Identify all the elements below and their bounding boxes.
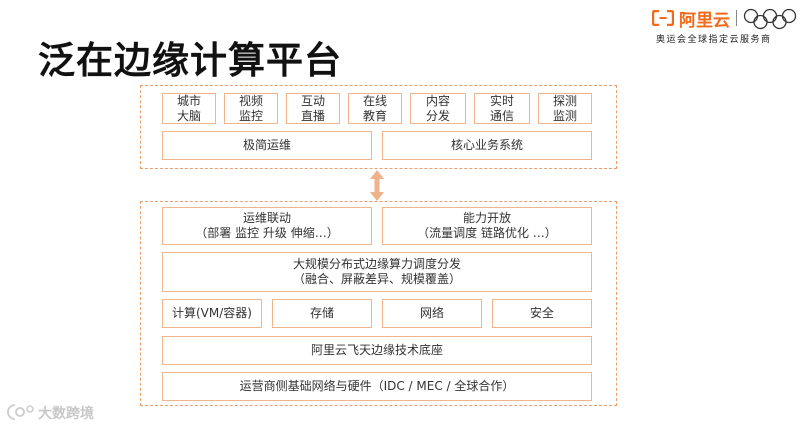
app-label-line1: 探测: [552, 93, 577, 108]
infrastructure-box: 运营商侧基础网络与硬件（IDC / MEC / 全球合作）: [162, 372, 592, 401]
watermark-logo-icon: [7, 404, 34, 420]
ops-linkage-title: 运维联动: [242, 211, 291, 225]
app-label-line2: 监测: [552, 108, 577, 123]
app-box-realtime-communication: 实时 通信: [474, 93, 530, 124]
page-title: 泛在边缘计算平台: [38, 39, 342, 82]
capability-open-box: 能力开放 （流量调度 链路优化 …）: [382, 207, 592, 245]
app-label-line2: 监控: [238, 108, 263, 123]
scheduling-title: 大规模分布式边缘算力调度分发: [292, 257, 461, 271]
watermark: 大数跨境: [6, 402, 116, 422]
security-label: 安全: [529, 306, 554, 320]
app-label-line2: 通信: [489, 108, 514, 123]
base-tech-label: 阿里云飞天边缘技术底座: [310, 343, 443, 357]
app-label-line1: 在线: [362, 93, 387, 108]
scheduling-detail: （融合、屏蔽差异、规模覆盖）: [292, 272, 461, 286]
core-business-label: 核心业务系统: [450, 138, 523, 152]
scheduling-box: 大规模分布式边缘算力调度分发 （融合、屏蔽差异、规模覆盖）: [162, 252, 592, 292]
olympic-rings-icon: [743, 8, 797, 30]
core-business-box: 核心业务系统: [382, 131, 592, 160]
brand-tagline: 奥运会全球指定云服务商: [656, 35, 772, 45]
app-box-content-delivery: 内容 分发: [410, 93, 466, 124]
aliyun-logo-icon: [652, 10, 674, 26]
app-box-live-streaming: 互动 直播: [286, 93, 340, 124]
network-label: 网络: [419, 306, 444, 320]
compute-label: 计算(VM/容器): [172, 306, 252, 320]
compute-box: 计算(VM/容器): [162, 299, 262, 328]
app-label-line1: 城市: [176, 93, 201, 108]
infrastructure-label: 运营商侧基础网络与硬件（IDC / MEC / 全球合作）: [239, 379, 515, 393]
storage-label: 存储: [309, 306, 334, 320]
app-box-detection-monitoring: 探测 监测: [538, 93, 592, 124]
watermark-text: 大数跨境: [38, 406, 94, 422]
simple-ops-label: 极简运维: [242, 138, 291, 152]
app-label-line1: 内容: [425, 93, 450, 108]
network-box: 网络: [382, 299, 482, 328]
brand-name: 阿里云: [679, 11, 730, 31]
app-box-video-surveillance: 视频 监控: [224, 93, 278, 124]
simple-ops-box: 极简运维: [162, 131, 372, 160]
app-label-line1: 视频: [238, 93, 263, 108]
brand-header: 阿里云 奥运会全球指定云服务商: [652, 4, 802, 45]
security-box: 安全: [492, 299, 592, 328]
base-tech-box: 阿里云飞天边缘技术底座: [162, 336, 592, 365]
app-label-line2: 直播: [300, 108, 325, 123]
brand-divider: [736, 10, 737, 26]
ops-linkage-detail: （部署 监控 升级 伸缩…）: [195, 226, 339, 240]
platform-group: [140, 201, 617, 406]
storage-box: 存储: [272, 299, 372, 328]
double-arrow-vertical-icon: [370, 170, 384, 201]
app-label-line2: 大脑: [176, 108, 201, 123]
app-box-online-education: 在线 教育: [348, 93, 402, 124]
app-label-line1: 互动: [300, 93, 325, 108]
capability-open-title: 能力开放: [462, 211, 511, 225]
ops-linkage-box: 运维联动 （部署 监控 升级 伸缩…）: [162, 207, 372, 245]
applications-group: [140, 85, 617, 169]
app-label-line1: 实时: [489, 93, 514, 108]
app-label-line2: 教育: [362, 108, 387, 123]
app-label-line2: 分发: [425, 108, 450, 123]
capability-open-detail: （流量调度 链路优化 …）: [417, 226, 557, 240]
app-box-city-brain: 城市 大脑: [162, 93, 216, 124]
